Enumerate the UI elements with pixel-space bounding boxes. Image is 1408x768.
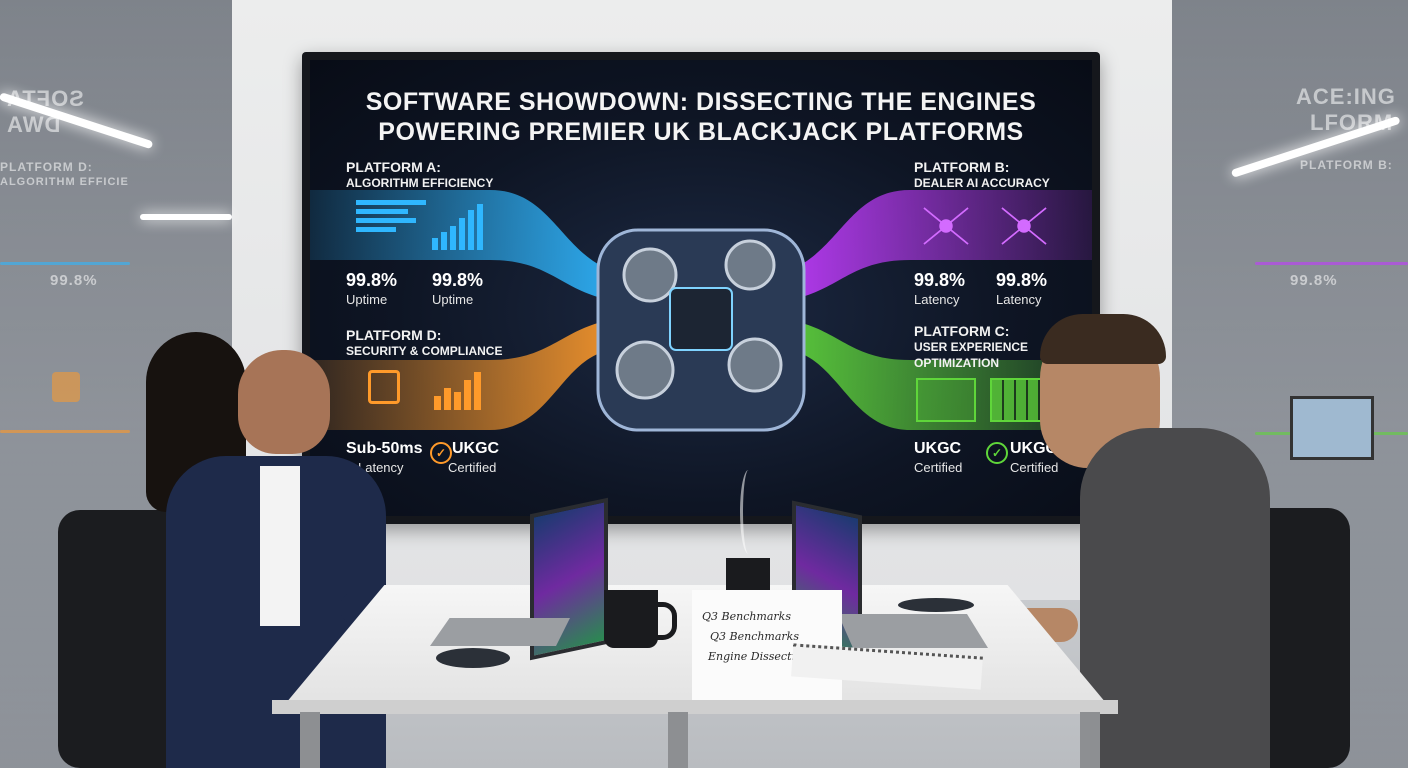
stream-purple <box>790 190 1092 300</box>
certified-check-icon: ✓ <box>986 442 1008 464</box>
energy-streams <box>310 190 1092 432</box>
platform-a-stat-2-value: 99.8% <box>432 270 484 290</box>
platform-b-label: PLATFORM B:DEALER AI ACCURACY <box>914 159 1050 191</box>
platform-c-stat-1-caption: Certified <box>914 460 963 475</box>
left-laptop-keyboard <box>430 618 570 646</box>
screen-title-line-2: POWERING PREMIER UK BLACKJACK PLATFORMS <box>378 118 1024 146</box>
left-ceiling-light-2 <box>140 214 232 220</box>
right-laptop-keyboard <box>838 614 988 648</box>
man-hair <box>1040 314 1166 364</box>
reflection-glow <box>0 430 130 433</box>
woman-face <box>238 350 330 454</box>
table-leg <box>300 712 320 768</box>
platform-d-label: PLATFORM D:SECURITY & COMPLIANCE <box>346 327 503 359</box>
platform-a-bar-chart <box>356 200 426 242</box>
reflection-glow <box>1255 262 1408 265</box>
reflection-text: ALGORITHM EFFICIE <box>0 176 129 188</box>
platform-d-stat-2-value: UKGC <box>452 440 500 457</box>
platform-a-label: PLATFORM A:ALGORITHM EFFICIENCY <box>346 159 494 191</box>
platform-b-stat-1-value: 99.8% <box>914 270 966 290</box>
processor-chip <box>669 287 733 351</box>
platform-a-stat-2-caption: Uptime <box>432 292 474 307</box>
platform-c-stat-2-value: UKGC <box>1010 440 1058 457</box>
ux-dashboard-icon <box>916 378 976 422</box>
table-leg <box>1080 712 1100 768</box>
reflection-text: PLATFORM B: <box>1300 158 1393 172</box>
platform-a-stat-1-caption: Uptime <box>346 292 388 307</box>
man-polo-shirt <box>1080 428 1270 768</box>
gear <box>727 337 783 393</box>
platform-b-stat-1-caption: Latency <box>914 292 960 307</box>
platform-d-stat-1-value: Sub-50ms <box>346 440 423 457</box>
platform-d-column-chart <box>434 370 490 410</box>
left-mouse <box>436 648 510 668</box>
table-leg <box>668 712 688 768</box>
right-mouse <box>898 598 974 612</box>
platform-b-neural-network-icons <box>923 207 1047 245</box>
gear <box>622 247 678 303</box>
reflection-text: ACE:ING <box>1296 84 1396 109</box>
gear <box>615 340 675 400</box>
reflection-text: DWA <box>6 112 61 137</box>
reflection-text: LFORM <box>1310 110 1394 135</box>
screen-content: SOFTWARE SHOWDOWN: DISSECTING THE ENGINE… <box>310 60 1092 516</box>
steam <box>740 470 757 554</box>
platform-a-stat-1-value: 99.8% <box>346 270 398 290</box>
table-edge <box>272 700 1118 714</box>
certified-check-icon: ✓ <box>430 442 452 464</box>
reflection-glow <box>0 262 130 265</box>
lock-icon <box>52 372 80 402</box>
platform-c-stat-1-value: UKGC <box>914 440 962 457</box>
presentation-screen: SOFTWARE SHOWDOWN: DISSECTING THE ENGINE… <box>302 52 1100 524</box>
platform-a-column-chart <box>432 202 488 250</box>
padlock-icon <box>368 370 400 404</box>
platform-b-stat-2-caption: Latency <box>996 292 1042 307</box>
note-line-2: Q3 Benchmarks <box>710 630 799 643</box>
woman-shirt <box>260 466 300 626</box>
platform-b-stat-2-value: 99.8% <box>996 270 1048 290</box>
background-monitor <box>1290 396 1374 460</box>
mug-handle <box>656 602 677 640</box>
reflection-text: 99.8% <box>50 272 98 289</box>
reflection-text: PLATFORM D: <box>0 160 93 174</box>
note-line-1: Q3 Benchmarks <box>702 610 791 623</box>
platform-c-stat-2-caption: Certified <box>1010 460 1059 475</box>
platform-d-stat-1-caption: Latency <box>358 460 404 475</box>
coffee-mug <box>604 590 658 648</box>
reflection-text: SOFTA <box>6 86 84 111</box>
screen-title-line-1: SOFTWARE SHOWDOWN: DISSECTING THE ENGINE… <box>365 88 1037 116</box>
platform-d-stat-2-caption: Certified <box>448 460 497 475</box>
gear <box>724 239 776 291</box>
reflection-text: 99.8% <box>1290 272 1338 289</box>
